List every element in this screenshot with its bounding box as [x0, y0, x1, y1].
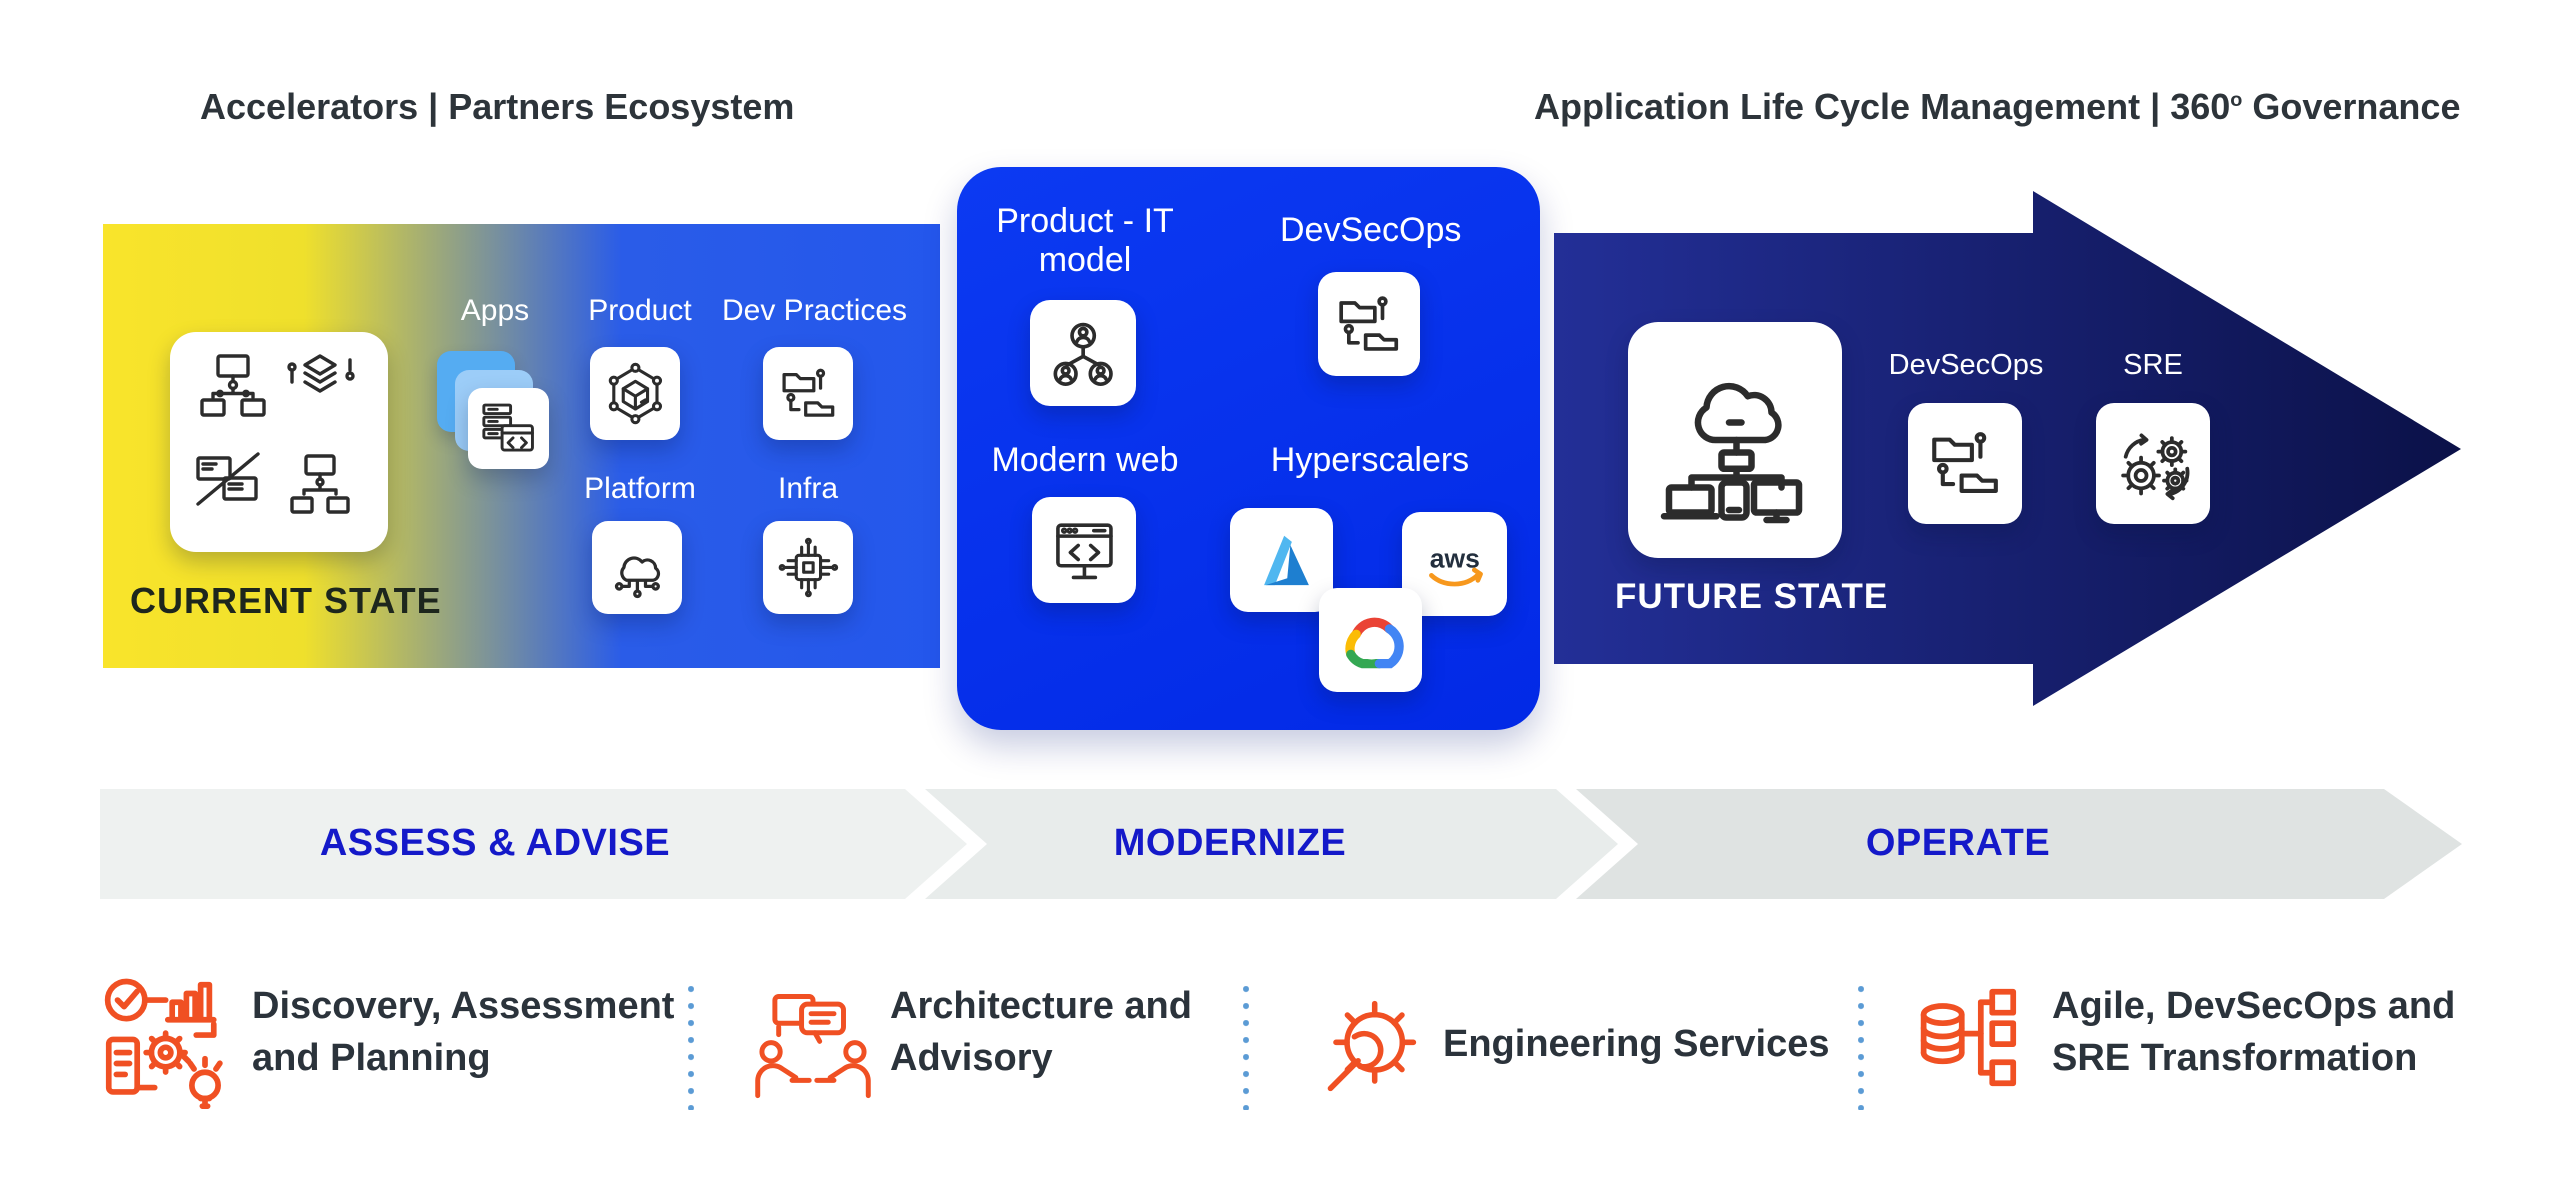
product-it-line1: Product - IT [996, 202, 1174, 240]
phase-modernize: MODERNIZE [1113, 822, 1347, 864]
legacy-systems-icon [196, 354, 355, 514]
current-state-card [170, 332, 388, 552]
dev-practices-label: Dev Practices [722, 294, 908, 327]
header-left: Accelerators | Partners Ecosystem [200, 86, 795, 127]
future-state-title: FUTURE STATE [1615, 577, 1889, 616]
dotted-divider [1858, 986, 1864, 1110]
product-it-line2: model [1038, 241, 1132, 280]
gears-icon [2121, 433, 2190, 501]
dev-practices-card [763, 347, 853, 440]
folder-transfer-icon [782, 368, 834, 417]
google-cloud-card [1319, 588, 1422, 692]
current-state-title: CURRENT STATE [130, 580, 442, 621]
azure-card [1230, 508, 1333, 612]
devsecops-future-label: DevSecOps [1888, 349, 2044, 381]
chip-icon [778, 537, 838, 598]
service-engineering: Engineering Services [1443, 1018, 1830, 1070]
service-architecture: Architecture and Advisory [890, 980, 1192, 1085]
org-people-icon [1053, 322, 1113, 386]
degree-mark: o [2230, 89, 2243, 111]
platform-card [592, 521, 682, 614]
header-right: Application Life Cycle Management | 360o… [1534, 86, 2460, 128]
azure-logo-icon [1264, 535, 1310, 585]
aws-logo-text: aws [1429, 543, 1479, 573]
cloud-network-icon [614, 556, 660, 599]
devsecops-future-card [1908, 403, 2022, 524]
header-right-main: Application Life Cycle Management | 360 [1534, 86, 2231, 127]
phase-band [100, 789, 2462, 899]
google-cloud-logo-icon [1345, 617, 1405, 668]
service-line: and Planning [252, 1037, 491, 1080]
product-it-model-label: Product - IT model [975, 202, 1195, 281]
apps-card-front [468, 388, 549, 469]
apps-label: Apps [460, 294, 530, 327]
modern-web-card [1032, 497, 1136, 603]
service-agile: Agile, DevSecOps and SRE Transformation [2052, 980, 2455, 1085]
cloud-devices-icon [1660, 382, 1803, 524]
hyperscalers-label: Hyperscalers [1270, 441, 1470, 479]
product-hexagon-icon [608, 362, 662, 425]
service-line: Discovery, Assessment [252, 985, 675, 1027]
aws-logo-icon: aws [1428, 543, 1483, 586]
platform-label: Platform [584, 472, 696, 505]
future-state-card [1628, 322, 1842, 558]
server-code-icon [482, 403, 535, 452]
service-line: Engineering Services [1443, 1023, 1830, 1065]
folder-transfer-icon [1932, 432, 1998, 493]
sre-card [2096, 403, 2210, 524]
infra-label: Infra [777, 472, 839, 505]
browser-code-icon [1055, 523, 1113, 580]
product-it-card [1030, 300, 1136, 406]
engineering-services-icon [1327, 1000, 1417, 1092]
product-card [590, 347, 680, 440]
modern-web-label: Modern web [991, 441, 1179, 479]
service-line: Agile, DevSecOps and [2052, 985, 2456, 1027]
service-discovery: Discovery, Assessment and Planning [252, 980, 674, 1085]
discovery-assessment-icon [104, 978, 223, 1109]
modernize-box [957, 167, 1540, 730]
folder-transfer-icon [1339, 295, 1399, 351]
devsecops-mid-card [1318, 272, 1420, 376]
devsecops-mid-label: DevSecOps [1280, 211, 1462, 249]
dotted-divider [688, 986, 694, 1110]
service-line: Architecture and [890, 985, 1192, 1027]
sre-label: SRE [2123, 349, 2183, 381]
infra-card [763, 521, 853, 614]
dotted-divider [1243, 986, 1249, 1110]
service-line: Advisory [890, 1037, 1053, 1080]
service-line: SRE Transformation [2052, 1037, 2418, 1080]
header-right-rest: Governance [2252, 86, 2461, 127]
architecture-advisory-icon [755, 994, 871, 1099]
phase-assess-advise: ASSESS & ADVISE [319, 822, 671, 864]
phase-operate: OPERATE [1865, 822, 2051, 864]
product-label: Product [588, 294, 692, 327]
agile-transformation-icon [1920, 988, 2017, 1087]
